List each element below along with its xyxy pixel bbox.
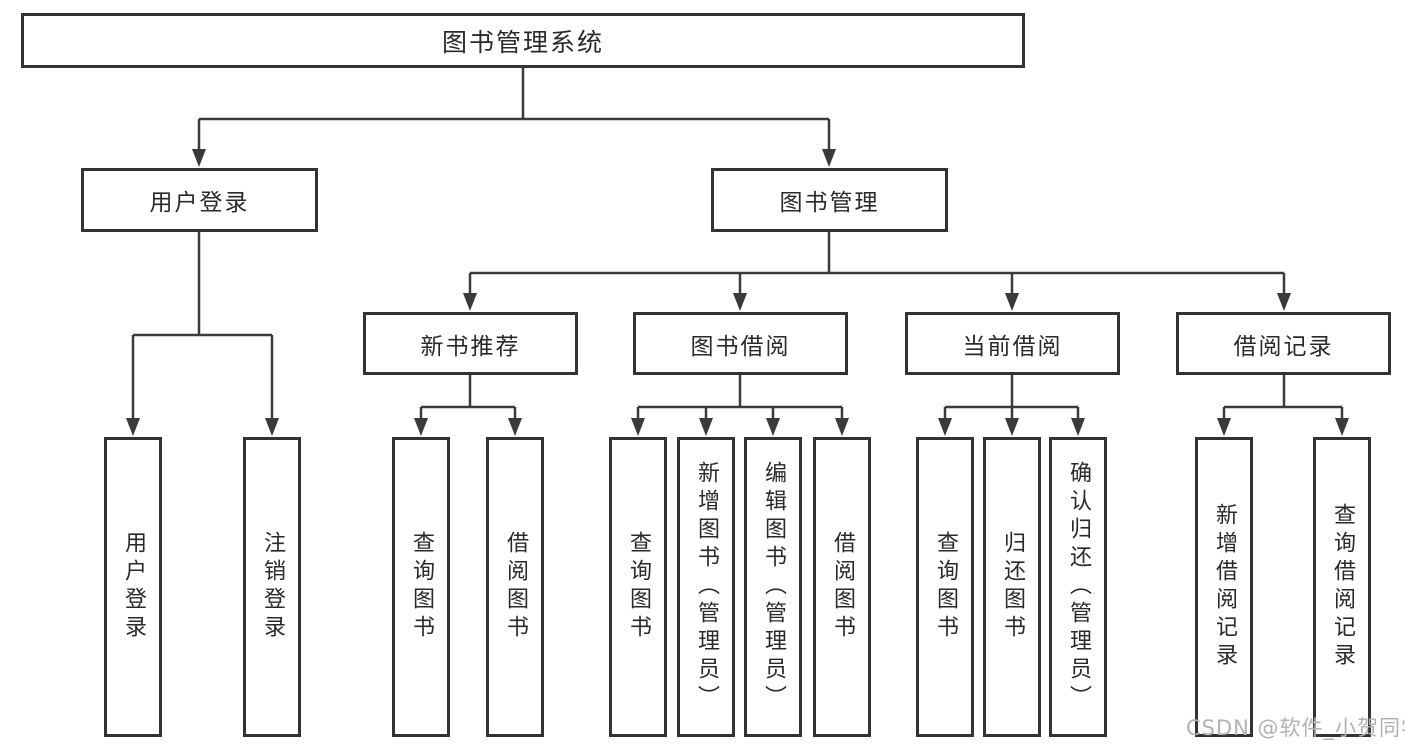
node-root-system: 图书管理系统 xyxy=(21,13,1025,68)
leaf-current-query-books: 查询图书 xyxy=(916,437,974,737)
node-user-login-label: 用户登录 xyxy=(149,190,250,216)
leaf-recommend-query-books: 查询图书 xyxy=(392,437,450,737)
leaf-return-books: 归还图书 xyxy=(983,437,1041,737)
leaf-recommend-query-books-label: 查询图书 xyxy=(409,531,434,643)
leaf-confirm-return-admin-label: 确认归还（管理员） xyxy=(1066,461,1091,713)
node-book-management-label: 图书管理 xyxy=(779,190,880,216)
leaf-add-books-admin-label: 新增图书（管理员） xyxy=(694,461,719,713)
node-book-management: 图书管理 xyxy=(711,168,948,232)
leaf-recommend-borrow-books: 借阅图书 xyxy=(486,437,544,737)
node-current-borrow-label: 当前借阅 xyxy=(962,333,1063,360)
node-current-borrow: 当前借阅 xyxy=(905,312,1120,375)
leaf-confirm-return-admin: 确认归还（管理员） xyxy=(1049,437,1107,737)
leaf-add-books-admin: 新增图书（管理员） xyxy=(677,437,735,737)
node-user-login: 用户登录 xyxy=(81,168,318,232)
node-book-borrow-label: 图书借阅 xyxy=(690,333,791,360)
node-new-book-recommend-label: 新书推荐 xyxy=(420,333,521,360)
arrowheads xyxy=(126,149,1349,436)
leaf-borrow-books-label: 借阅图书 xyxy=(830,531,855,643)
leaf-user-login-label: 用户登录 xyxy=(121,531,146,643)
leaf-borrow-books: 借阅图书 xyxy=(813,437,871,737)
leaf-query-borrow-record-label: 查询借阅记录 xyxy=(1330,503,1355,671)
leaf-user-login: 用户登录 xyxy=(104,437,162,737)
leaf-borrow-query-books: 查询图书 xyxy=(609,437,667,737)
node-borrow-records-label: 借阅记录 xyxy=(1233,333,1334,360)
csdn-watermark: CSDN @软件_小贺同学 xyxy=(1186,716,1405,740)
node-book-borrow: 图书借阅 xyxy=(633,312,848,375)
leaf-edit-books-admin: 编辑图书（管理员） xyxy=(744,437,802,737)
leaf-recommend-borrow-books-label: 借阅图书 xyxy=(503,531,528,643)
leaf-logout: 注销登录 xyxy=(243,437,301,737)
leaf-logout-label: 注销登录 xyxy=(260,531,285,643)
leaf-query-borrow-record: 查询借阅记录 xyxy=(1313,437,1371,737)
node-borrow-records: 借阅记录 xyxy=(1176,312,1391,375)
leaf-edit-books-admin-label: 编辑图书（管理员） xyxy=(761,461,786,713)
node-root-system-label: 图书管理系统 xyxy=(441,27,604,57)
leaf-borrow-query-books-label: 查询图书 xyxy=(626,531,651,643)
leaf-add-borrow-record-label: 新增借阅记录 xyxy=(1212,503,1237,671)
leaf-add-borrow-record: 新增借阅记录 xyxy=(1195,437,1253,737)
leaf-return-books-label: 归还图书 xyxy=(1000,531,1025,643)
node-new-book-recommend: 新书推荐 xyxy=(363,312,578,375)
leaf-current-query-books-label: 查询图书 xyxy=(933,531,958,643)
